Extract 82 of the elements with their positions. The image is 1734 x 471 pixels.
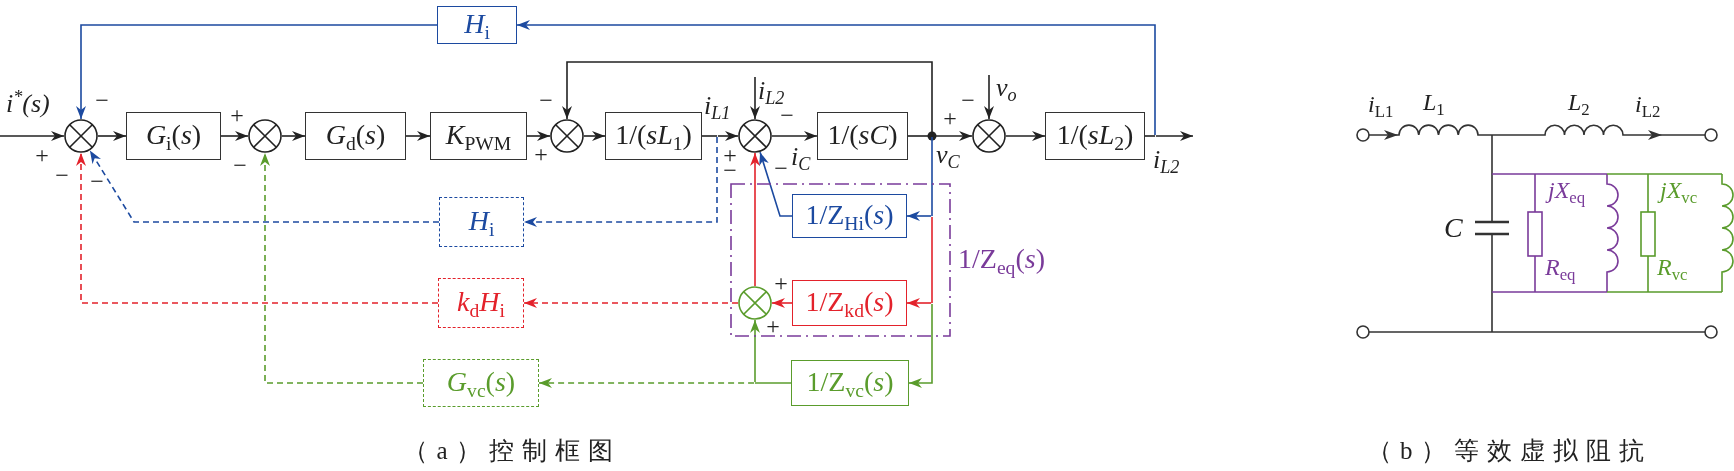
arrow [771,131,818,141]
sign-label: − [539,93,553,107]
summing-junction [248,119,282,153]
dashed-arrow [260,152,424,384]
gain-block: G$_{vc}$(s) [423,359,539,407]
arrow [1155,131,1194,141]
sign-label: − [780,108,794,122]
component-label: i$_{L2}$ [1635,90,1661,121]
component-label: R$_{vc}$ [1657,253,1688,284]
transfer-function-block: 1/(sL$_{1}$) [605,112,702,160]
arrow [76,24,438,120]
transfer-function-block: K$_{PWM}$ [430,112,527,160]
sign-label: + [766,319,780,333]
summing-junction [64,119,98,153]
sign-label: − [774,161,788,175]
component-label: i$_{L1}$ [1368,90,1394,121]
arrow [1005,131,1046,141]
signal-label: i$_{L2}$ [1153,144,1180,176]
connector-line [754,382,792,384]
sign-label: − [723,163,737,177]
caption: （a）控制框图 [403,436,621,466]
sign-label: + [534,147,548,161]
arrow [516,20,1156,136]
transfer-function-block: 1/(sL$_{2}$) [1045,112,1145,160]
transfer-function-block: H$_{i}$ [437,6,517,44]
arrow [750,76,760,120]
component-label: L$_{2}$ [1568,88,1590,119]
summing-junction [738,119,772,153]
sign-label: − [95,93,109,107]
sign-label: − [961,93,975,107]
dashed-arrow [538,378,755,388]
arrow [281,131,306,141]
sign-label: − [90,174,104,188]
component-label: L$_{1}$ [1423,88,1445,119]
sign-label: + [723,148,737,162]
sign-label: + [35,148,49,162]
arrow [984,74,994,120]
component-label: R$_{eq}$ [1545,253,1576,284]
summing-junction [738,286,772,320]
arrow [750,319,760,383]
arrow [906,211,932,221]
arrow [771,298,793,308]
component-label: C [1444,211,1463,245]
signal-label: i$_{C}$ [791,141,811,173]
connector-line [931,136,933,217]
connector-line [931,216,933,304]
arrow [220,131,249,141]
arrow [906,298,932,308]
sign-label: − [233,158,247,172]
arrow [405,131,431,141]
dashed-arrow [523,136,718,227]
transfer-function-block: G$_{d}$(s) [305,112,406,160]
arrow [97,131,127,141]
summing-junction [972,119,1006,153]
signal-label: i$^{*}$(s) [6,88,50,120]
dashed-arrow [523,298,739,308]
arrow [759,151,793,217]
arrow [583,131,606,141]
gain-block: k$_{d}$H$_{i}$ [438,278,524,328]
sign-label: + [774,276,788,290]
transfer-function-block: 1/Z$_{kd}$(s) [792,280,907,326]
sign-label: − [55,168,69,182]
transfer-function-block: G$_{i}$(s) [126,112,221,160]
signal-label: v$_{C}$ [936,139,960,171]
arrow [750,152,760,287]
signal-label: i$_{L2}$ [758,75,785,107]
summing-junction [550,119,584,153]
dashed-arrow [76,152,439,304]
arrow [908,303,933,388]
sign-label: + [230,108,244,122]
signal-label: v$_{o}$ [996,72,1017,104]
sign-label: + [943,111,957,125]
arrow [526,131,551,141]
transfer-function-block: 1/(sC) [817,112,908,160]
transfer-function-block: 1/Z$_{Hi}$(s) [792,194,907,238]
caption: （b）等效虚拟阻抗 [1367,436,1652,466]
transfer-function-block: 1/Z$_{vc}$(s) [791,360,909,406]
dashed-arrow [89,149,440,223]
arrow [0,131,65,141]
group-label: 1/Z$_{eq}$(s) [958,242,1045,278]
gain-block: H$_{i}$ [439,197,524,247]
connector-line [1144,135,1156,137]
